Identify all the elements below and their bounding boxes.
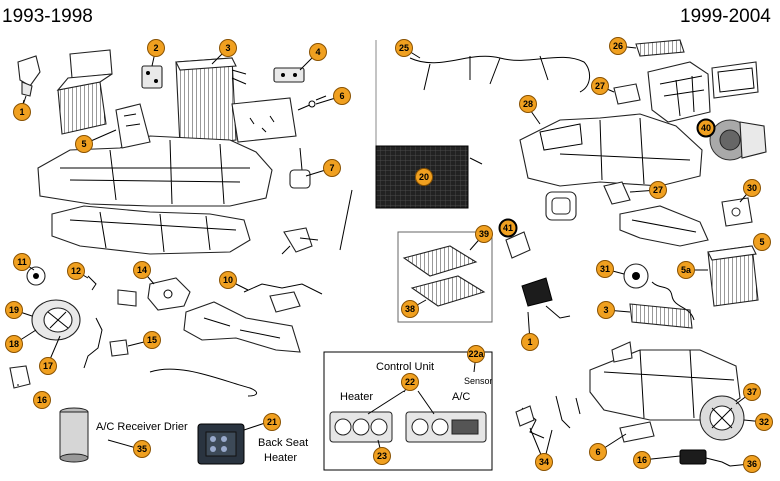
callout-11: 11: [17, 257, 27, 267]
callout-21: 21: [267, 417, 277, 427]
control-unit-sensor-label: Sensor: [464, 376, 493, 386]
callout-20: 20: [419, 172, 429, 182]
header-left: 1993-1998: [2, 6, 93, 27]
callout-2: 2: [153, 43, 158, 53]
callout-34: 34: [539, 457, 549, 467]
floor-duct-part: [183, 301, 301, 353]
receiver-drier-label: A/C Receiver Drier: [96, 421, 188, 433]
control-unit-title: Control Unit: [376, 361, 434, 373]
door-linkage-part: [243, 283, 323, 295]
heater-housing-assembly-part: [37, 103, 273, 207]
callout-22: 22: [405, 377, 415, 387]
callout-36: 36: [747, 459, 757, 469]
relay-part: [9, 365, 31, 389]
actuator-motor-part: [147, 277, 191, 311]
callout-27-top: 27: [595, 81, 605, 91]
cabin-air-filter-part: [402, 245, 486, 307]
callout-39: 39: [479, 229, 489, 239]
callout-38: 38: [405, 304, 415, 314]
callout-10: 10: [223, 275, 233, 285]
callout-18: 18: [9, 339, 19, 349]
ac-compressor-part: [709, 119, 767, 161]
callout-16-left: 16: [37, 395, 47, 405]
callout-1-left: 1: [19, 107, 24, 117]
callout-26: 26: [613, 41, 623, 51]
blend-door-block-part: [141, 65, 163, 89]
control-unit-ac-label: A/C: [452, 391, 470, 403]
control-unit-box: [323, 351, 493, 471]
callout-1-right: 1: [527, 337, 532, 347]
callout-23: 23: [377, 451, 387, 461]
callout-12: 12: [71, 266, 81, 276]
callout-30: 30: [747, 183, 757, 193]
callout-4: 4: [315, 47, 320, 57]
control-unit-heater-label: Heater: [340, 391, 373, 403]
callout-37: 37: [747, 387, 757, 397]
air-inlet-filter-part: [635, 39, 685, 57]
callout-19: 19: [9, 305, 19, 315]
callout-40: 40: [701, 123, 711, 133]
callout-16-right: 16: [637, 455, 647, 465]
callout-5a: 5a: [681, 265, 692, 275]
vacuum-hose-part: [149, 368, 257, 397]
callout-31: 31: [600, 264, 610, 274]
callout-6-left: 6: [339, 91, 344, 101]
callout-41: 41: [503, 223, 513, 233]
retaining-clip-part: [619, 421, 655, 443]
callout-7: 7: [329, 163, 334, 173]
control-cable-part: [339, 189, 353, 251]
blower-motor-part: [31, 299, 81, 341]
receiver-drier-part: [59, 407, 89, 463]
wiring-harness-part: [409, 55, 590, 93]
mode-door-actuator-part: [603, 181, 631, 205]
back-seat-heater-part: [197, 423, 245, 465]
heater-core-right-part: [629, 303, 693, 329]
callout-17: 17: [43, 361, 53, 371]
bracket-cluster-part: [283, 227, 313, 253]
callout-22a: 22a: [468, 349, 484, 359]
evaporator-housing-part: [519, 113, 703, 187]
vacuum-check-valve-part: [109, 339, 129, 357]
blower-motor-right-part: [699, 395, 745, 441]
connector-part: [117, 289, 137, 307]
mode-door-block-part: [273, 67, 305, 83]
callout-6-right: 6: [595, 447, 600, 457]
back-seat-heater-label-1: Back Seat: [258, 437, 308, 449]
callout-5-right: 5: [759, 237, 764, 247]
evaporator-probe-part: [505, 231, 531, 259]
temperature-sensor-part: [297, 95, 327, 111]
back-seat-heater-label-2: Heater: [264, 452, 297, 464]
ac-control-panel-part: [405, 411, 487, 443]
callout-14: 14: [137, 265, 147, 275]
blower-wire-part: [83, 317, 103, 369]
callout-3-left: 3: [225, 43, 230, 53]
callout-27-bottom: 27: [653, 185, 663, 195]
blower-housing-part: [647, 61, 711, 123]
callout-5-left: 5: [81, 139, 86, 149]
header-right: 1999-2004: [680, 6, 771, 27]
callout-28: 28: [523, 99, 533, 109]
heater-core-part: [175, 57, 247, 147]
heater-control-panel-part: [329, 411, 393, 443]
callout-layer: 1 2 3 4 5 6 7 10 11 12 14 15 16 17 18 19…: [5, 37, 773, 473]
gasket-plate-part: [231, 97, 297, 143]
air-filter-housing-part: [56, 49, 113, 135]
floor-duct-assembly-part: [619, 205, 709, 247]
lower-evaporator-housing-part: [589, 341, 741, 421]
callout-3-right: 3: [603, 305, 608, 315]
blower-resistor-part: [17, 55, 41, 109]
blower-resistor-right-part: [521, 277, 571, 319]
callout-35: 35: [137, 444, 147, 454]
callout-25: 25: [399, 43, 409, 53]
callout-32: 32: [759, 417, 769, 427]
blend-door-actuator-part: [613, 83, 641, 105]
vacuum-actuator-part: [289, 147, 311, 189]
blower-resistor-harness-part: [679, 449, 731, 467]
lower-heater-housing-part: [51, 205, 251, 255]
clip-part: [87, 275, 97, 291]
callout-15: 15: [147, 335, 157, 345]
